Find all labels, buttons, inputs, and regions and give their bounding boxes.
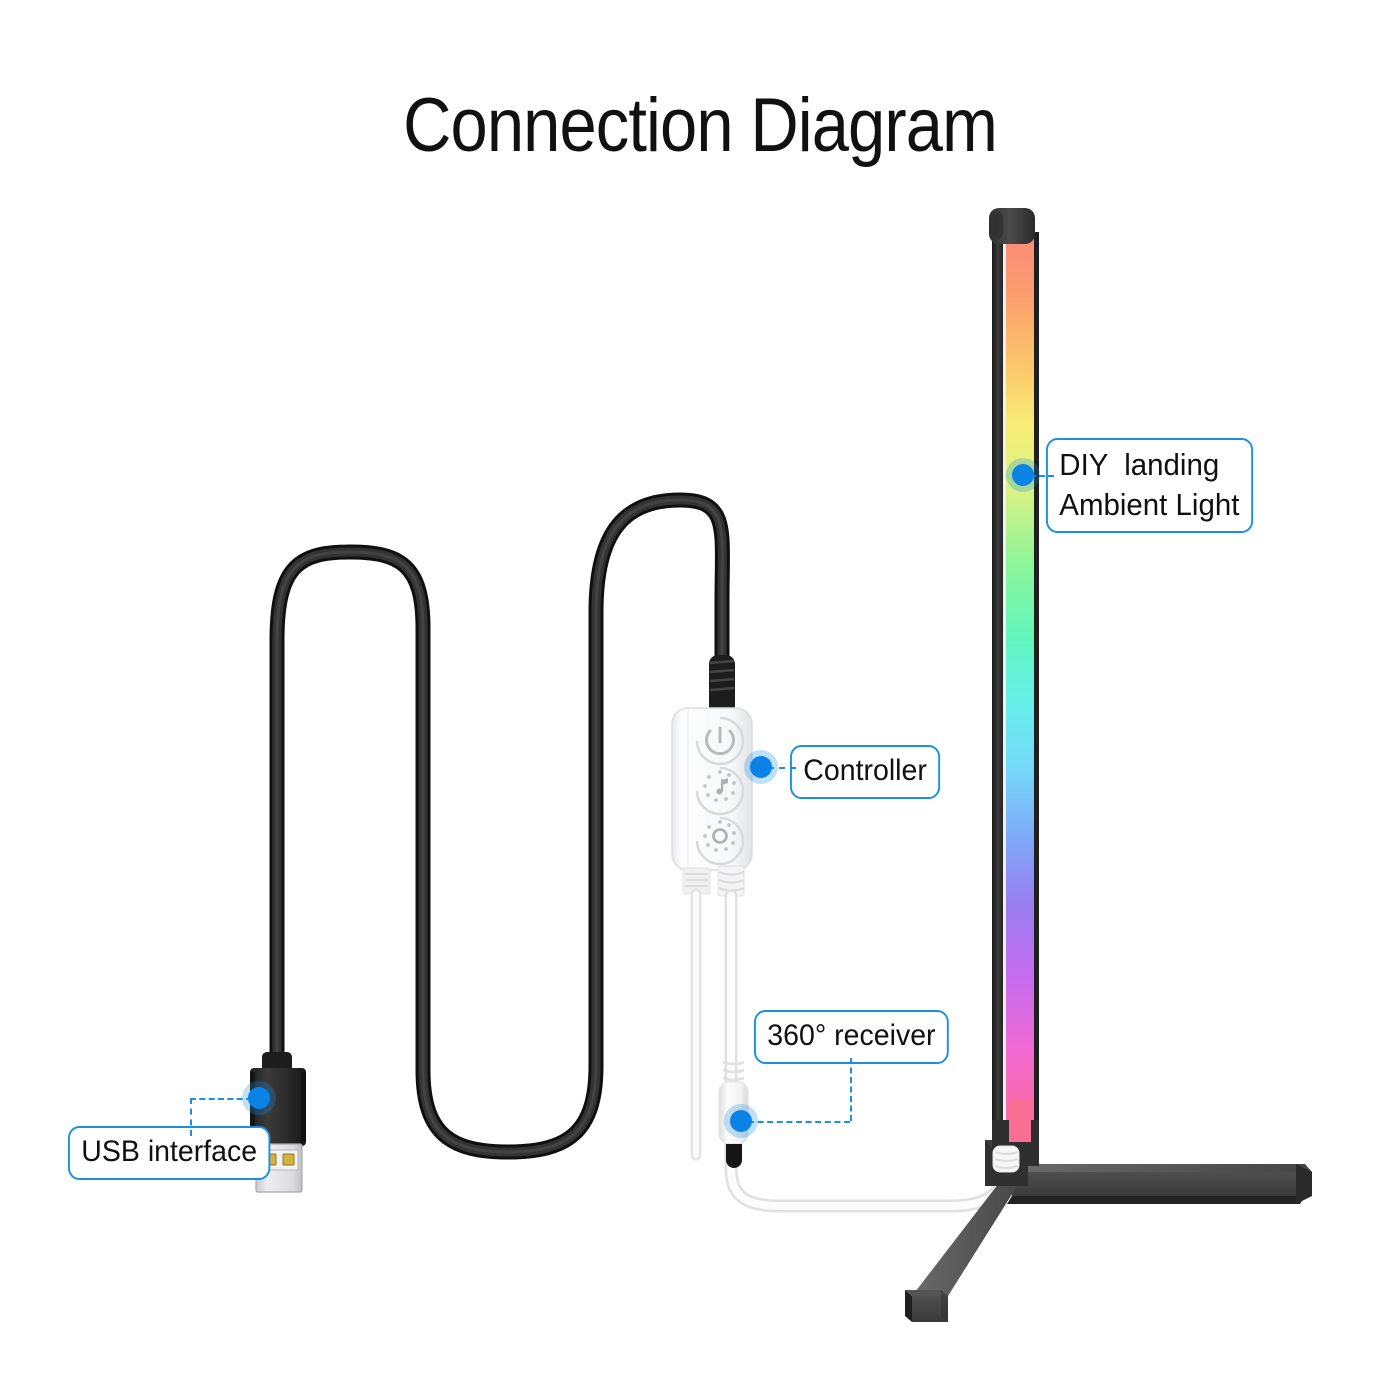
music-mode-button[interactable] <box>695 766 745 816</box>
diy-landing-leader-line <box>1030 475 1054 477</box>
usb-power-cable <box>269 492 730 1160</box>
receiver-360-leader-vertical <box>850 1058 852 1121</box>
power-button[interactable] <box>695 716 745 766</box>
usb-interface-label: USB interface <box>81 1135 258 1168</box>
sun-icon <box>703 820 736 852</box>
receiver-collar <box>722 1060 745 1082</box>
receiver-360-anchor-dot <box>730 1110 752 1132</box>
usb-interface-leader-horizontal <box>190 1098 252 1100</box>
usb-interface-leader-vertical <box>190 1098 192 1136</box>
music-note-icon <box>703 770 736 802</box>
bar-base-connector <box>992 1145 1020 1173</box>
usb-interface-anchor-dot <box>248 1087 270 1109</box>
floor-stand <box>905 1140 1312 1322</box>
controller-anchor-dot <box>750 756 772 778</box>
receiver-360-leader-horizontal <box>748 1121 850 1123</box>
diy-landing-anchor-dot <box>1012 464 1034 486</box>
controller-leader-line <box>768 767 796 769</box>
diy-landing-line2: Ambient Light <box>1059 486 1240 522</box>
controller-strain-relief <box>709 655 735 717</box>
controller-callout[interactable]: Controller <box>790 745 941 800</box>
diy-landing-ambient-light-callout[interactable]: DIY landing Ambient Light <box>1046 438 1253 534</box>
controller-label: Controller <box>803 754 927 787</box>
diy-landing-line1: DIY landing <box>1059 447 1220 482</box>
usb-interface-callout[interactable]: USB interface <box>68 1126 271 1181</box>
receiver-360-label: 360° receiver <box>767 1019 936 1052</box>
page-title: Connection Diagram <box>403 83 998 168</box>
led-light-bar <box>989 208 1039 1166</box>
controller-body[interactable] <box>671 655 753 897</box>
brightness-button[interactable] <box>695 816 745 866</box>
receiver-360-callout[interactable]: 360° receiver <box>754 1010 949 1065</box>
